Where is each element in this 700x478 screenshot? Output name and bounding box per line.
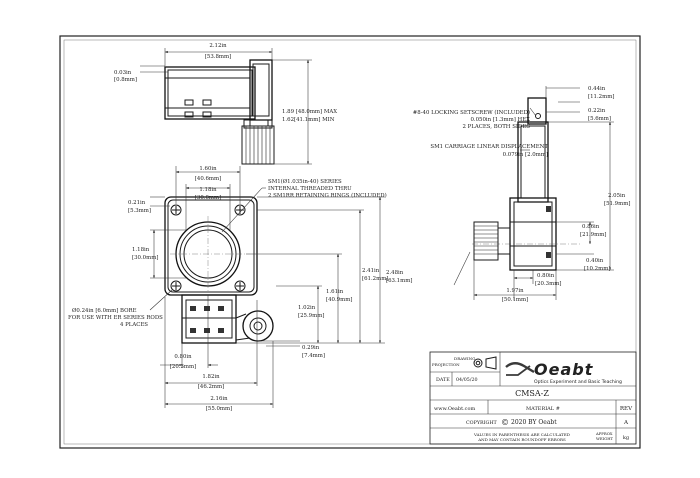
side-dim-0-80-in: 0.80in [537,273,555,279]
top-height-dim-max: 1.89 [48.0mm] MAX [282,109,337,115]
top-left-dim-in: 0.03in [114,70,132,76]
front-dim-2-16-mm: [55.0mm] [206,406,232,412]
side-dim-top-a-in: 0.44in [588,86,606,92]
sm1-note-line2: INTERNAL THREADED THRU [268,186,352,192]
front-dim-1-18-top-mm: [30.0mm] [195,195,221,201]
bore-note-line2: FOR USE WITH ER SERIES RODS [68,315,163,321]
side-dim-0-40-in: 0.40in [586,258,604,264]
side-dim-0-80-mm: [20.3mm] [535,281,561,287]
displacement-note-line1: SM1 CARRIAGE LINEAR DISPLACEMENT [430,144,548,150]
front-dim-0-29-in: 0.29in [302,345,320,351]
weight-label-1: APPROX [595,431,613,436]
drawing-border [59,35,641,449]
side-dim-0-86-mm: [21.9mm] [580,232,606,238]
website: www.Oeabt.com [434,406,475,412]
weight-unit: kg [623,435,630,441]
setscrew-note-line3: 2 PLACES, BOTH SIDES [463,124,531,130]
front-dim-0-21-mm: [5.3mm] [128,208,151,214]
front-view: 1.60in [40.6mm] 1.18in [30.0mm] 0.21in [… [68,166,412,412]
front-dim-0-29-mm: [7.4mm] [302,353,325,359]
front-dim-1-60-in: 1.60in [199,166,217,172]
setscrew-note-line2: 0.050in [1.3mm] HEX [470,117,530,123]
title-block: DRAWING PROJECTION DATE 04/05/20 Oeabt O… [429,351,637,445]
projection-label-2: PROJECTION [432,362,460,367]
brand-wordmark: Oeabt [534,360,594,379]
front-dim-1-18-left-in: 1.18in [132,247,150,253]
part-name: CMSA-Z [515,389,549,398]
front-dim-2-16-in: 2.16in [210,396,228,402]
front-dim-2-48-in: 2.48in [386,270,404,276]
side-dim-0-86-in: 0.86in [582,224,600,230]
bore-note-line1: Ø0.24in [6.0mm] BORE [72,307,137,314]
side-dim-2-05-in: 2.05in [608,193,626,199]
front-dim-2-48-mm: [63.1mm] [386,278,412,284]
top-width-dim-mm: [53.8mm] [205,54,231,60]
brand-tagline: Optics Experiment and Basic Teaching [534,379,622,385]
front-dim-1-82-in: 1.82in [202,374,220,380]
date-value: 04/05/20 [456,377,478,383]
top-view: 2.12in [53.8mm] 0.03in [0.8mm] 1.89 [48.… [114,43,337,165]
projection-label-1: DRAWING [454,356,475,361]
front-dim-1-82-mm: [46.2mm] [198,384,224,390]
side-view: 0.44in [11.2mm] 0.22in [5.6mm] #8-40 LOC… [413,86,630,303]
weight-label-2: WEIGHT [596,436,614,441]
front-dim-2-41-in: 2.41in [362,268,380,274]
front-dim-0-80-in: 0.80in [174,354,192,360]
front-dim-1-02-in: 1.02in [298,305,316,311]
front-dim-1-60-mm: [40.6mm] [195,176,221,182]
copyright-icon: © [501,418,509,427]
top-left-dim-mm: [0.8mm] [114,77,137,83]
knob-side-view [473,221,511,261]
sm1-note-line1: SM1(Ø1.035in-40) SERIES [268,178,342,185]
oeabt-logo: Oeabt Optics Experiment and Basic Teachi… [505,360,622,385]
side-dim-top-a-mm: [11.2mm] [588,94,614,100]
side-dim-top-b-in: 0.22in [588,108,606,114]
side-dim-top-b-mm: [5.6mm] [588,116,611,122]
top-width-dim-in: 2.12in [209,43,227,49]
material-label: MATERIAL # [526,406,560,412]
side-dim-0-40-mm: [10.2mm] [584,266,610,272]
front-dim-1-61-mm: [40.9mm] [326,297,352,303]
front-dim-1-02-mm: [25.9mm] [298,313,324,319]
top-height-dim-min: 1.62[41.1mm] MIN [282,117,335,123]
front-dim-2-41-mm: [61.2mm] [362,276,388,282]
side-dim-2-05-mm: [51.9mm] [604,201,630,207]
front-dim-0-80-mm: [20.3mm] [170,364,196,370]
side-dim-1-97-mm: [50.1mm] [502,297,528,303]
rev-label: REV [620,406,633,412]
front-dim-1-18-left-mm: [30.0mm] [132,255,158,261]
copyright-text: 2020 BY Oeabt [511,419,557,426]
sm1-note-line3: 2 SM1RR RETAINING RINGS (INCLUDED) [268,192,387,199]
note-line2: AND MAY CONTAIN ROUNDOFF ERRORS [477,437,566,442]
displacement-note-line2: 0.079in [2.0mm] [503,152,548,158]
projection-symbol [473,356,497,370]
setscrew-note-line1: #8-40 LOCKING SETSCREW (INCLUDED) [413,109,530,116]
bore-note-line3: 4 PLACES [120,322,148,328]
copyright-label: COPYRIGHT [466,420,498,426]
rev-value: A [623,420,629,426]
front-dim-0-21-in: 0.21in [128,200,146,206]
front-dim-1-61-in: 1.61in [326,289,344,295]
date-label: DATE [436,377,450,383]
note-line1: VALUES IN PARENTHESIS ARE CALCULATED [473,432,570,437]
side-dim-1-97-in: 1.97in [506,288,524,294]
front-dim-1-18-top-in: 1.18in [199,187,217,193]
knob-top-view [241,119,275,165]
